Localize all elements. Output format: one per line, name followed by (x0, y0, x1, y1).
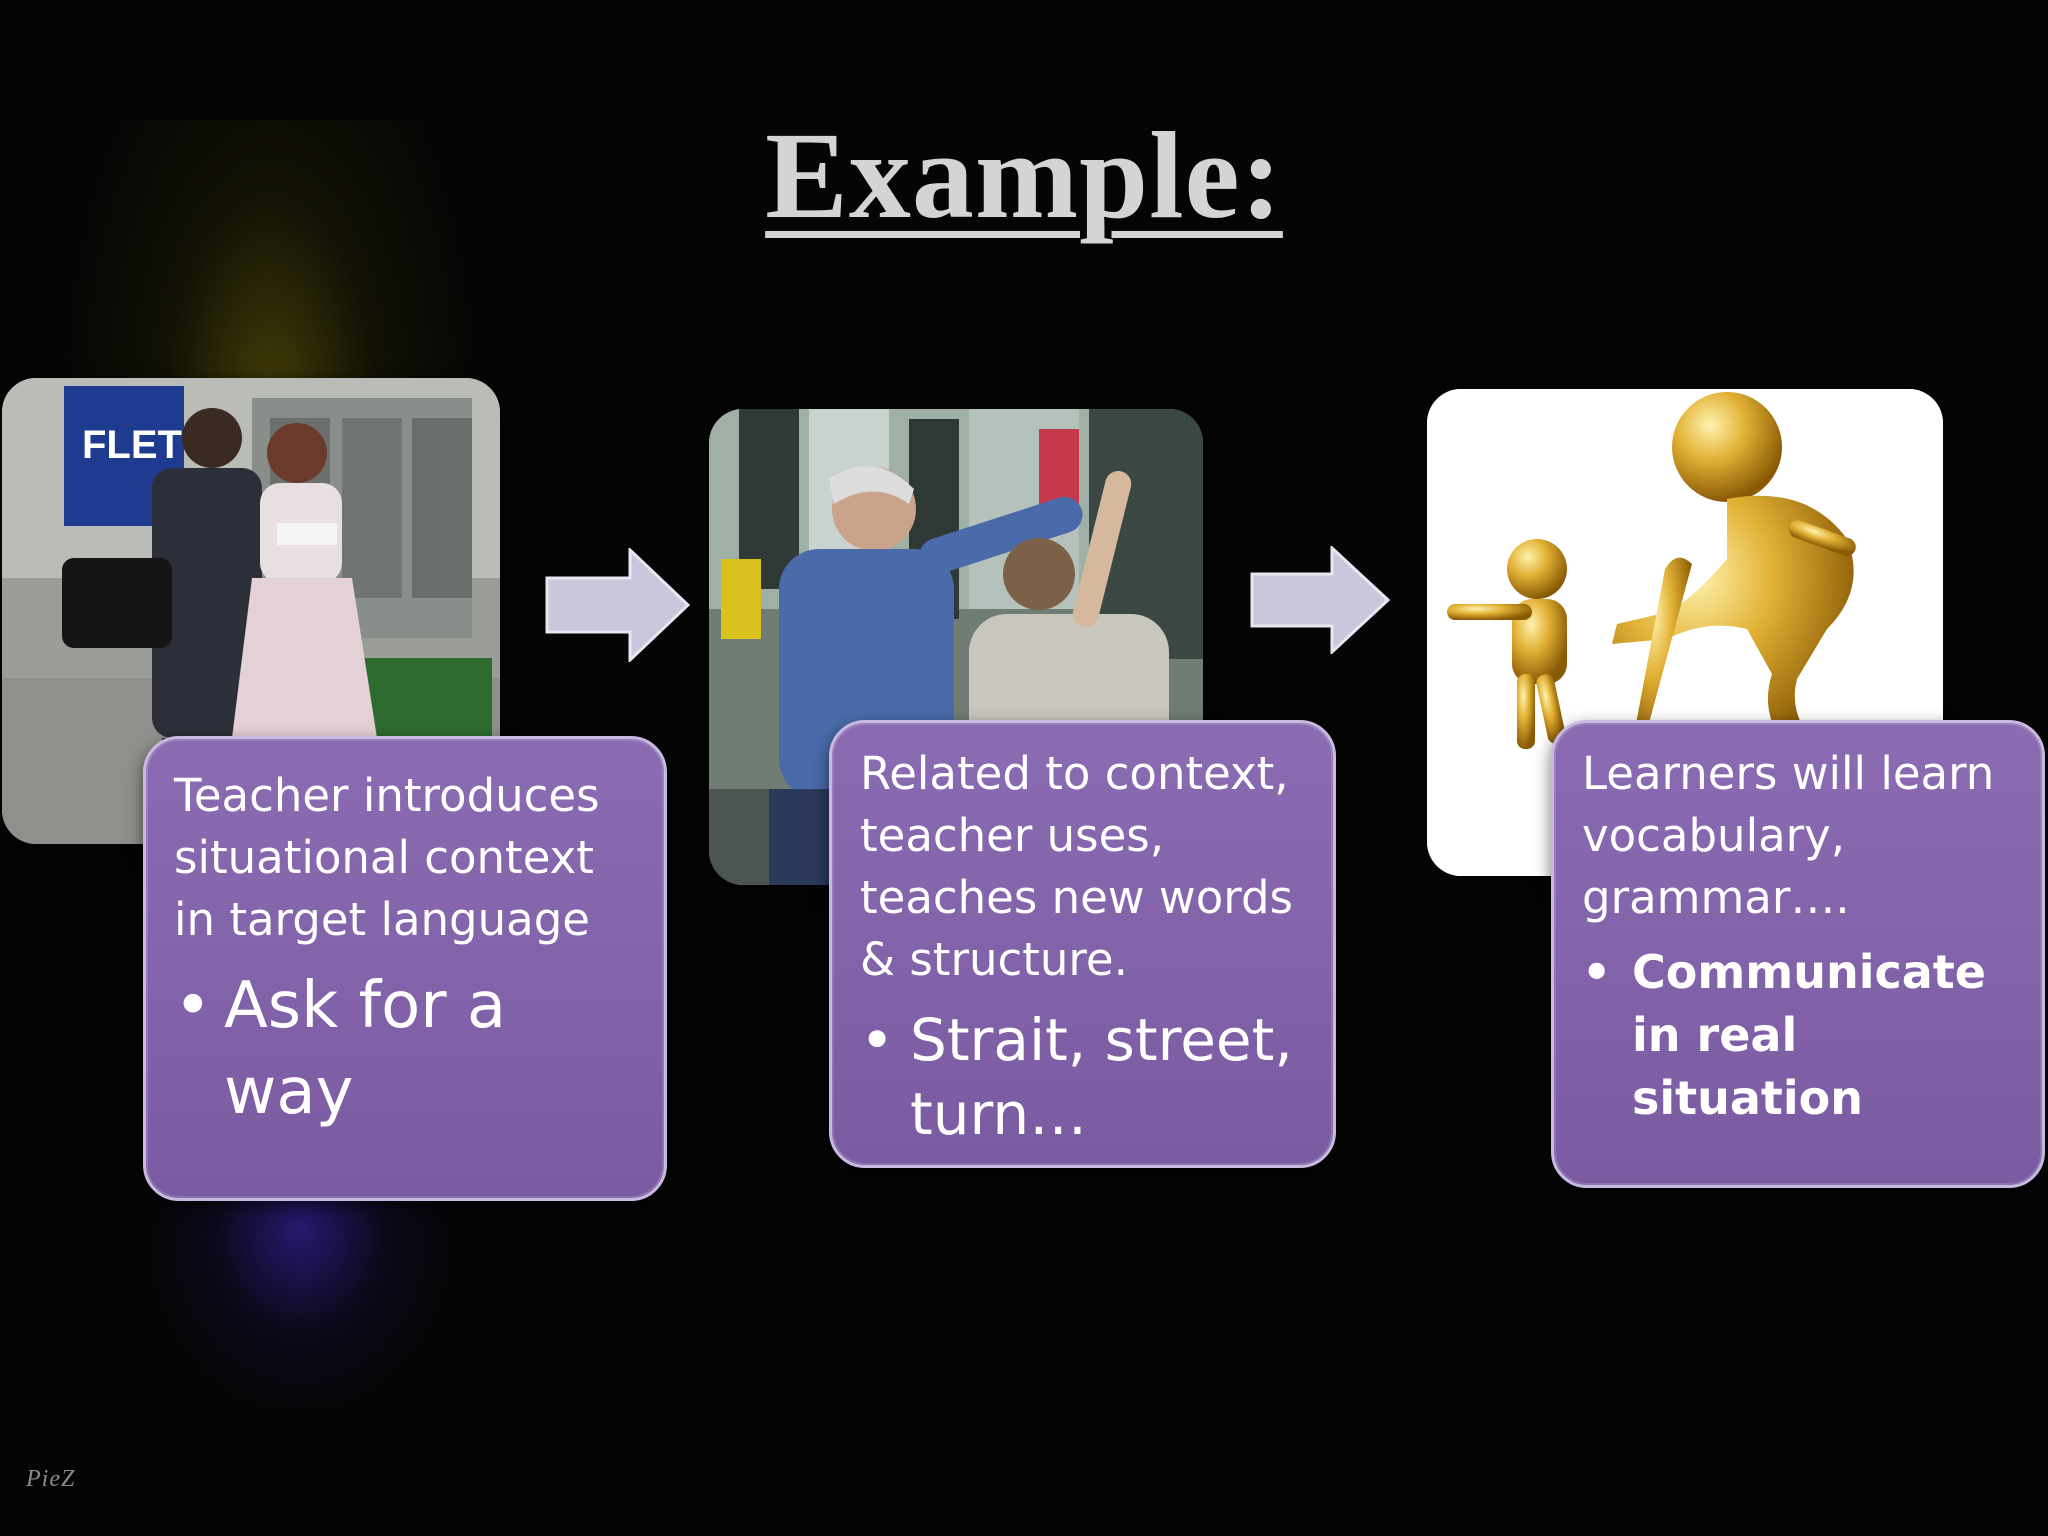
bullet-dot-icon: • (174, 969, 212, 1043)
step-1-description: Teacher introduces situational context i… (174, 769, 600, 946)
slide-title: Example: (765, 107, 1283, 244)
step-2-textbox: Related to context, teacher uses, teache… (829, 720, 1336, 1168)
step-3-textbox: Learners will learn vocabulary, grammar…… (1551, 720, 2045, 1188)
step-3-bullet-item: • Communicate in real situation (1582, 941, 2018, 1130)
step-2-bullet-item: • Strait, street, turn… (860, 1003, 1309, 1151)
step-1-bullet-item: • Ask for a way (174, 963, 640, 1135)
step-3-description: Learners will learn vocabulary, grammar…… (1582, 747, 1995, 924)
right-arrow-icon (545, 548, 690, 662)
bullet-dot-icon: • (860, 1006, 895, 1074)
step-3-bullet-text: Communicate in real situation (1632, 945, 1986, 1125)
footer-logo: PieZ (26, 1466, 76, 1492)
right-arrow-icon (1250, 546, 1390, 654)
step-1-bullet-text: Ask for a way (224, 969, 507, 1129)
bullet-dot-icon: • (1582, 945, 1612, 999)
step-2-description: Related to context, teacher uses, teache… (860, 747, 1293, 986)
step-1-textbox: Teacher introduces situational context i… (143, 736, 667, 1201)
step-2-bullet-text: Strait, street, turn… (910, 1006, 1293, 1148)
